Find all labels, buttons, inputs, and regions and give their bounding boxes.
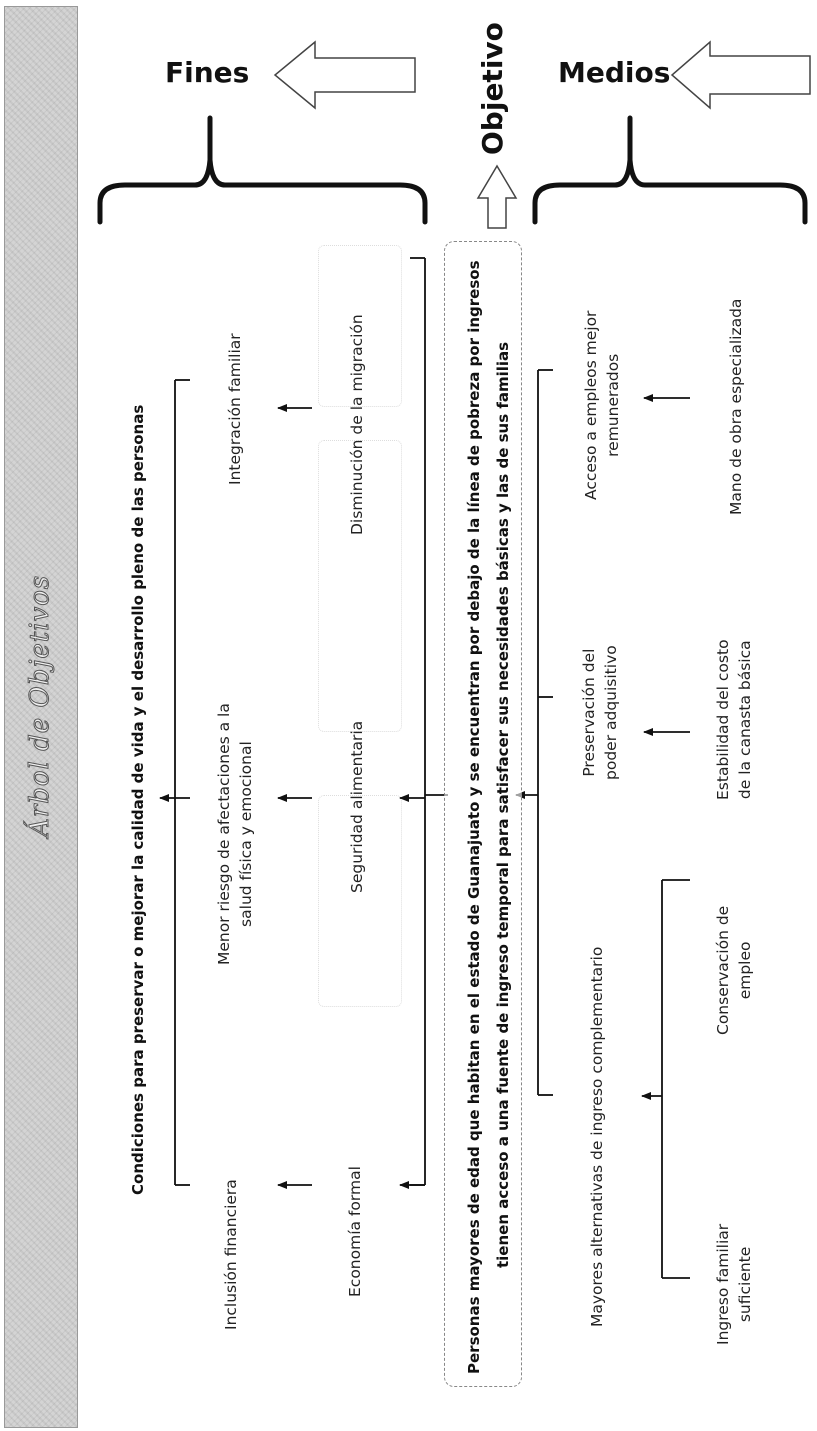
fines-economia-formal: Economía formal <box>346 1166 364 1297</box>
medios-preservacion-line-2: poder adquisitivo <box>602 645 620 780</box>
objective-line-1: Personas mayores de edad que habitan en … <box>465 260 483 1374</box>
medios-acceso-empleos-line-1: Acceso a empleos mejor <box>582 310 600 500</box>
ghost-box <box>318 795 402 1007</box>
medios-hollow-arrow <box>670 40 811 110</box>
fines-disminucion-migracion: Disminución de la migración <box>348 314 366 535</box>
medios-acceso-empleos-line-2: remunerados <box>604 353 622 457</box>
medios-estabilidad-costo: Estabilidad del costo de la canasta bási… <box>712 639 756 800</box>
sidebar-banner: Árbol de Objetivos <box>4 6 78 1428</box>
fines-brace <box>97 115 428 225</box>
fines-heading: Fines <box>165 56 250 89</box>
medios-ingreso-familiar-line-2: suficiente <box>736 1246 754 1323</box>
medios-conservacion-empleo-line-1: Conservación de <box>714 905 732 1035</box>
fines-inclusion-financiera: Inclusión financiera <box>222 1179 240 1330</box>
fines-menor-riesgo: Menor riesgo de afectaciones a la salud … <box>213 703 257 965</box>
ghost-box <box>318 440 402 732</box>
medios-brace <box>532 115 808 225</box>
medios-acceso-empleos: Acceso a empleos mejor remunerados <box>580 311 624 500</box>
medios-conservacion-empleo-line-2: empleo <box>736 941 754 1000</box>
medios-estabilidad-costo-line-1: Estabilidad del costo <box>714 639 732 800</box>
medios-heading: Medios <box>558 56 671 89</box>
medios-preservacion-line-1: Preservación del <box>580 648 598 777</box>
fines-hollow-arrow <box>273 40 416 110</box>
medios-estabilidad-costo-line-2: de la canasta básica <box>736 640 754 800</box>
medios-preservacion: Preservación del poder adquisitivo <box>578 645 622 780</box>
fines-integracion-familiar: Integración familiar <box>226 333 244 485</box>
fines-menor-riesgo-line-1: Menor riesgo de afectaciones a la <box>215 703 233 965</box>
fines-top-goal: Condiciones para preservar o mejorar la … <box>129 404 147 1195</box>
medios-mano-obra: Mano de obra especializada <box>727 298 745 515</box>
objetivo-hollow-arrow <box>476 164 518 229</box>
ghost-box <box>318 245 402 407</box>
objective-line-2: tienen acceso a una fuente de ingreso te… <box>494 341 512 1268</box>
medios-ingreso-familiar-line-1: Ingreso familiar <box>714 1223 732 1345</box>
medios-ingreso-familiar: Ingreso familiar suficiente <box>712 1224 756 1345</box>
fines-menor-riesgo-line-2: salud física y emocional <box>237 741 255 927</box>
objective-box <box>444 241 522 1387</box>
objetivo-heading: Objetivo <box>476 22 509 155</box>
medios-mayores-alternativas: Mayores alternativas de ingreso compleme… <box>588 946 606 1327</box>
fines-seguridad-alimentaria: Seguridad alimentaria <box>348 720 366 893</box>
medios-conservacion-empleo: Conservación de empleo <box>712 906 756 1035</box>
